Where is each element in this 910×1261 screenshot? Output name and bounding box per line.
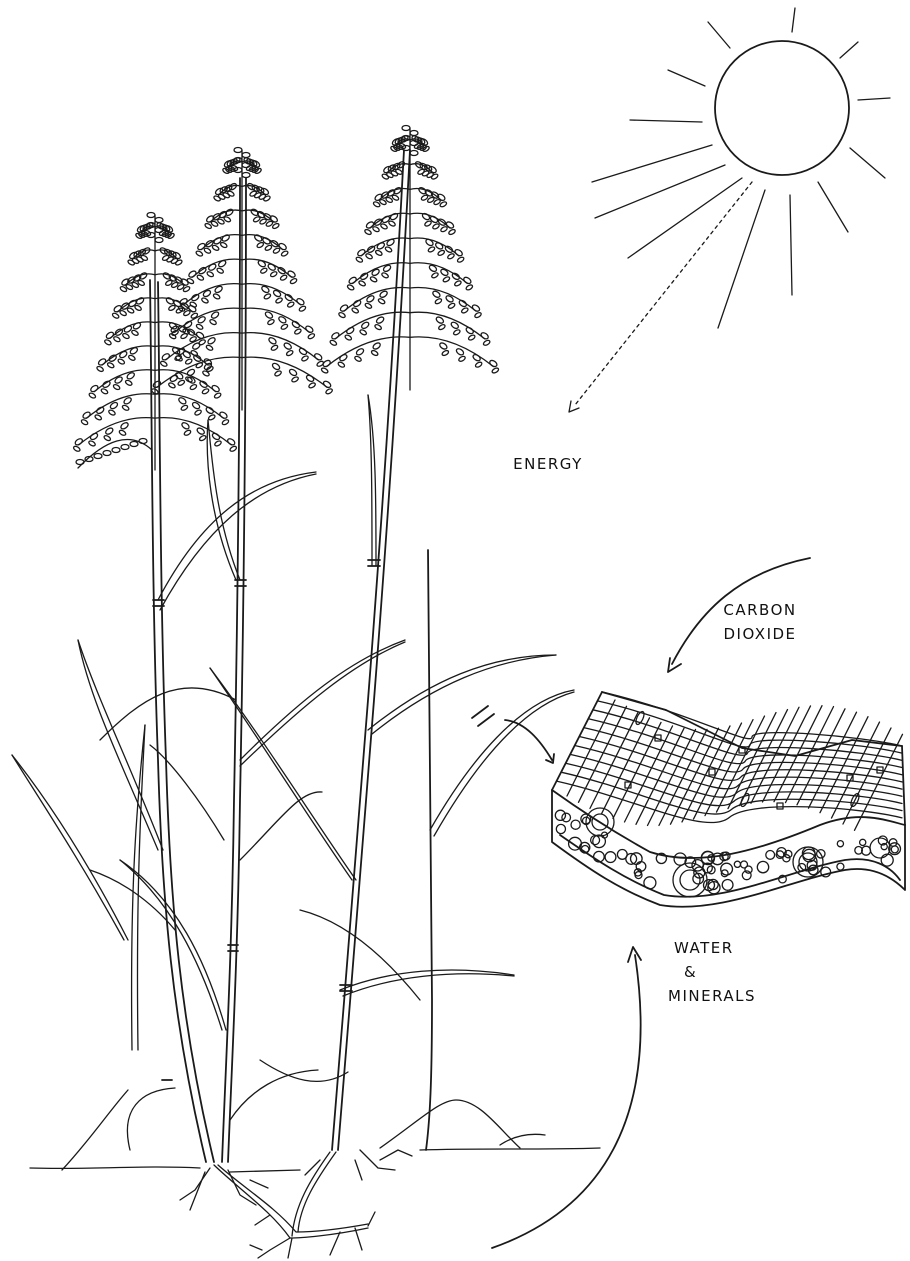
leaf-mesophyll-cells (555, 810, 900, 894)
grass-leaves (12, 395, 574, 1170)
energy-arrow (569, 182, 752, 412)
energy-label: ENERGY (498, 452, 598, 476)
carbon-dioxide-label: CARBON DIOXIDE (700, 598, 820, 646)
ground-line (30, 1148, 600, 1172)
water-minerals-arrow (492, 947, 641, 1248)
section-cut-marks (472, 706, 554, 763)
carbon-dioxide-line-2: DIOXIDE (700, 622, 820, 646)
energy-label-text: ENERGY (513, 455, 583, 473)
grass-roots (180, 1150, 412, 1258)
water-minerals-label: WATER & MINERALS (658, 936, 788, 1008)
sun-icon (592, 8, 890, 328)
ampersand-line: & (658, 960, 788, 984)
carbon-dioxide-line-1: CARBON (700, 598, 820, 622)
grass-panicles (73, 126, 500, 471)
stem-nodes (153, 560, 380, 1080)
minerals-line: MINERALS (658, 984, 788, 1008)
leaf-epidermis-cells (557, 692, 903, 830)
water-line: WATER (658, 936, 788, 960)
